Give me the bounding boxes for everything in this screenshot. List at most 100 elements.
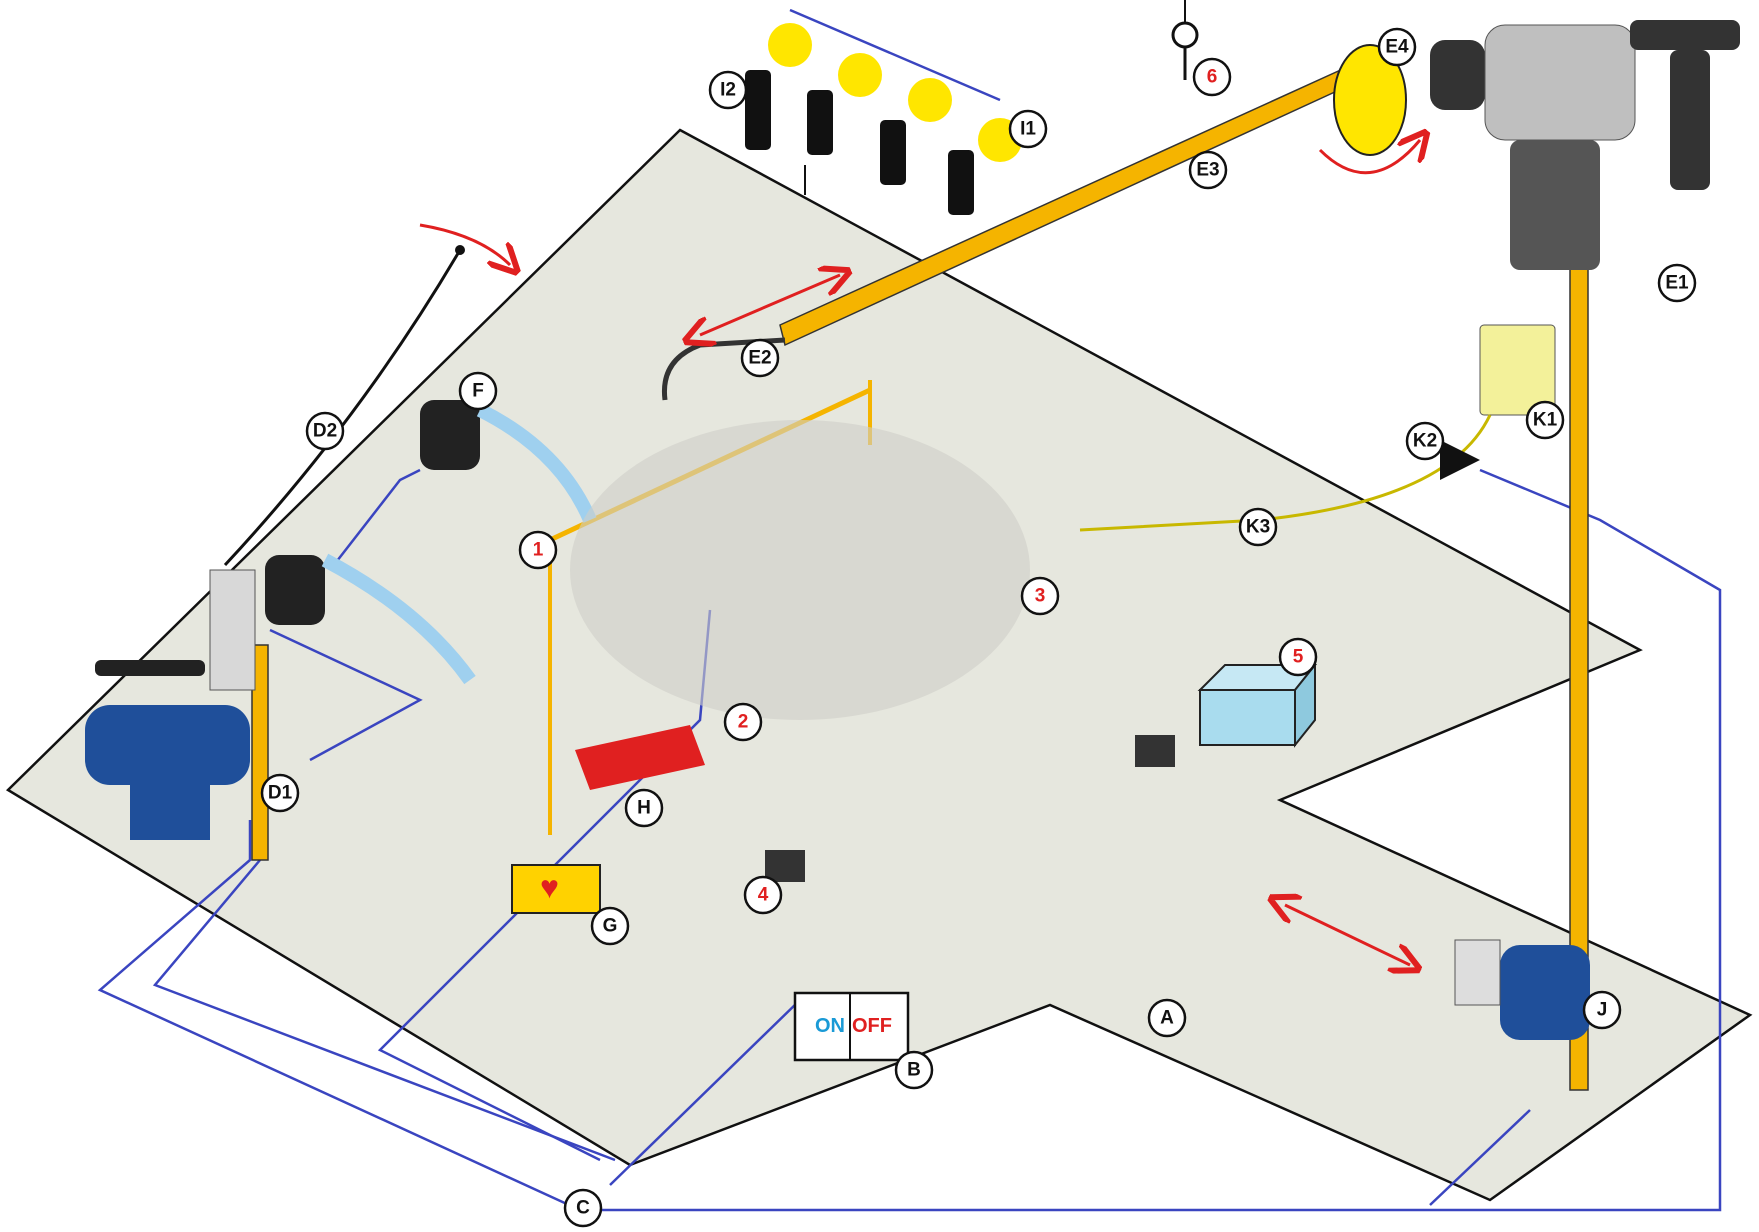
hammer-drill-d1 (85, 569, 256, 840)
callout-n6: 6 (1192, 57, 1232, 97)
jigsaw-j (1454, 939, 1590, 1040)
callout-circle (1525, 400, 1565, 440)
callout-text: I2 (720, 80, 736, 101)
callout-i2: I2 (708, 70, 748, 110)
key-box-5 (1197, 662, 1318, 748)
padlock (1135, 735, 1175, 767)
callout-f: F (458, 371, 498, 411)
switch-off-label[interactable]: OFF (852, 1015, 892, 1037)
callout-circle (1188, 150, 1228, 190)
callout-circle (1192, 57, 1232, 97)
heart-shock-device (511, 864, 601, 914)
callout-circle (1582, 990, 1622, 1030)
callout-text: B (907, 1060, 921, 1081)
callout-g: G (590, 906, 630, 946)
callout-text: I1 (1020, 119, 1036, 140)
callout-c: C (563, 1188, 603, 1228)
callout-text: C (576, 1198, 590, 1219)
feather-motor-f (265, 400, 597, 685)
callout-circle (1405, 421, 1445, 461)
callout-d2: D2 (305, 411, 345, 451)
callout-text: E3 (1196, 160, 1219, 181)
callout-text: F (472, 381, 484, 402)
callout-h: H (624, 788, 664, 828)
whip-arrow (419, 223, 510, 265)
arm-arrow (700, 275, 840, 335)
callout-circle (1147, 998, 1187, 1038)
pole-d1 (251, 644, 269, 861)
callout-n1: 1 (518, 530, 558, 570)
feed-tube (1079, 414, 1492, 532)
callout-circle (1238, 507, 1278, 547)
on-off-switch[interactable]: ON OFF (793, 991, 910, 1062)
callout-circle (1020, 576, 1060, 616)
pad-h (575, 725, 705, 790)
callout-n3: 3 (1020, 576, 1060, 616)
jigsaw-arrow (1285, 905, 1410, 965)
callout-circle (723, 702, 763, 742)
callout-circle (894, 1050, 934, 1090)
callout-text: 2 (738, 712, 749, 733)
callout-text: 5 (1293, 647, 1304, 668)
callout-circle (708, 70, 748, 110)
callout-circle (260, 773, 300, 813)
callout-circle (590, 906, 630, 946)
callout-text: D1 (268, 783, 293, 804)
heart-icon: ♥ (540, 869, 559, 905)
callout-text: G (603, 916, 618, 937)
callout-circle (624, 788, 664, 828)
callout-text: K1 (1533, 410, 1558, 431)
lights-candles (745, 8, 1022, 215)
callout-j: J (1582, 990, 1622, 1030)
callout-e4: E4 (1377, 27, 1417, 67)
callout-text: J (1597, 1000, 1608, 1021)
liquid-tank (1479, 324, 1556, 416)
callout-text: E2 (748, 348, 771, 369)
callout-circle (1657, 263, 1697, 303)
callout-a: A (1147, 998, 1187, 1038)
callout-circle (743, 875, 783, 915)
callout-text: 1 (533, 540, 544, 561)
whip-d2 (223, 249, 462, 567)
callout-text: K3 (1246, 517, 1270, 538)
rotation-arrow (1318, 140, 1420, 175)
rotating-disc (1333, 44, 1407, 156)
callout-text: E1 (1665, 273, 1689, 294)
callout-circle (1278, 637, 1318, 677)
hammer-drill-e1 (1430, 20, 1740, 270)
callout-text: 3 (1035, 586, 1046, 607)
whip-tip (455, 245, 465, 255)
callout-k3: K3 (1238, 507, 1278, 547)
callout-e3: E3 (1188, 150, 1228, 190)
callout-text: E4 (1385, 37, 1409, 58)
callout-text: 4 (758, 885, 769, 906)
valve-k2 (1440, 440, 1480, 480)
callout-text: 6 (1207, 67, 1218, 88)
callout-e2: E2 (740, 338, 780, 378)
callout-circle (1377, 27, 1417, 67)
callout-b: B (894, 1050, 934, 1090)
wiring (97, 468, 1722, 1212)
callout-circle (740, 338, 780, 378)
callout-text: A (1160, 1008, 1174, 1029)
callout-circle (1008, 109, 1048, 149)
callout-circle (458, 371, 498, 411)
callout-circle (563, 1188, 603, 1228)
switch-on-label[interactable]: ON (815, 1015, 845, 1037)
callout-text: K2 (1413, 431, 1437, 452)
callout-text: D2 (313, 421, 337, 442)
callout-circle (518, 530, 558, 570)
arm-rod-e3 (779, 66, 1351, 347)
callout-n4: 4 (743, 875, 783, 915)
figure-placeholder (570, 420, 1030, 720)
callout-n5: 5 (1278, 637, 1318, 677)
callout-circle (305, 411, 345, 451)
callout-text: H (637, 798, 651, 819)
callout-k1: K1 (1525, 400, 1565, 440)
callout-d1: D1 (260, 773, 300, 813)
callout-e1: E1 (1657, 263, 1697, 303)
padlock-4 (765, 850, 805, 882)
callout-k2: K2 (1405, 421, 1445, 461)
callout-i1: I1 (1008, 109, 1048, 149)
